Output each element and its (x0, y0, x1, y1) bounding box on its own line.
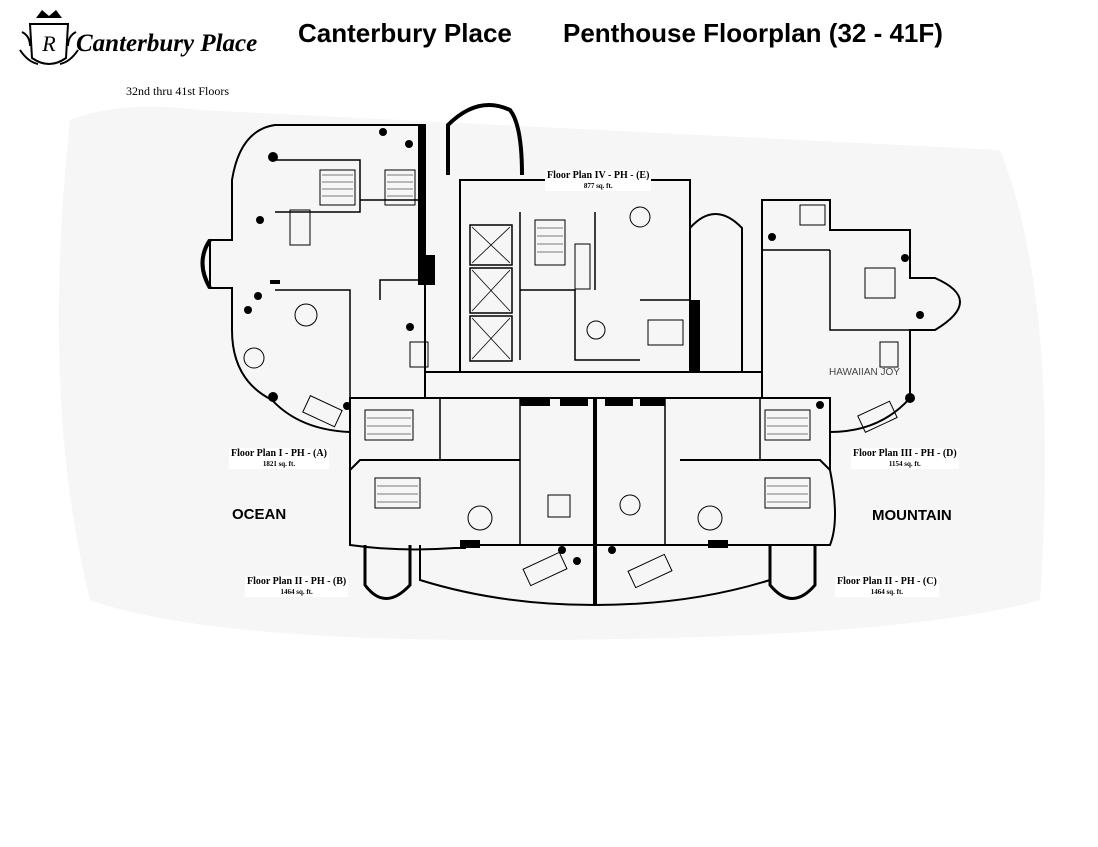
bed-symbols (319, 169, 896, 509)
logo-wordmark: Canterbury Place (76, 30, 258, 57)
unit-area: 1154 sq. ft. (888, 460, 921, 468)
unit-label-d: Floor Plan III - PH - (D) 1154 sq. ft. (851, 448, 959, 469)
unit-label-b: Floor Plan II - PH - (B) 1464 sq. ft. (245, 576, 349, 597)
unit-name: Floor Plan II - PH - (C) (837, 576, 937, 587)
unit-name: Floor Plan II - PH - (B) (247, 576, 347, 587)
unit-name: Floor Plan III - PH - (D) (853, 448, 957, 459)
plant-symbols (244, 128, 924, 565)
floorplan-title: Penthouse Floorplan (32 - 41F) (563, 18, 943, 48)
building-title: Canterbury Place (298, 18, 512, 48)
crest-icon: R (19, 10, 79, 65)
unit-name: Floor Plan IV - PH - (E) (547, 170, 650, 181)
ocean-label: OCEAN (232, 506, 287, 523)
unit-area: 1821 sq. ft. (262, 460, 296, 468)
unit-label-a: Floor Plan I - PH - (A) 1821 sq. ft. (229, 448, 329, 469)
unit-label-e: Floor Plan IV - PH - (E) 877 sq. ft. (545, 170, 652, 191)
floors-caption: 32nd thru 41st Floors (126, 84, 230, 98)
mountain-label: MOUNTAIN (872, 507, 952, 524)
bed-hatching (322, 174, 808, 503)
svg-text:R: R (41, 31, 56, 56)
canterbury-logo: R (12, 6, 262, 76)
unit-area: 1464 sq. ft. (870, 588, 904, 596)
unit-area: 1464 sq. ft. (280, 588, 313, 596)
structural-walls (268, 125, 915, 548)
plan-shadow (58, 106, 1045, 640)
watermark: HAWAIIAN JOY (829, 367, 900, 378)
unit-label-c: Floor Plan II - PH - (C) 1464 sq. ft. (835, 576, 939, 597)
unit-area: 877 sq. ft. (583, 182, 613, 190)
furniture-symbols (243, 206, 899, 589)
unit-name: Floor Plan I - PH - (A) (231, 448, 327, 459)
